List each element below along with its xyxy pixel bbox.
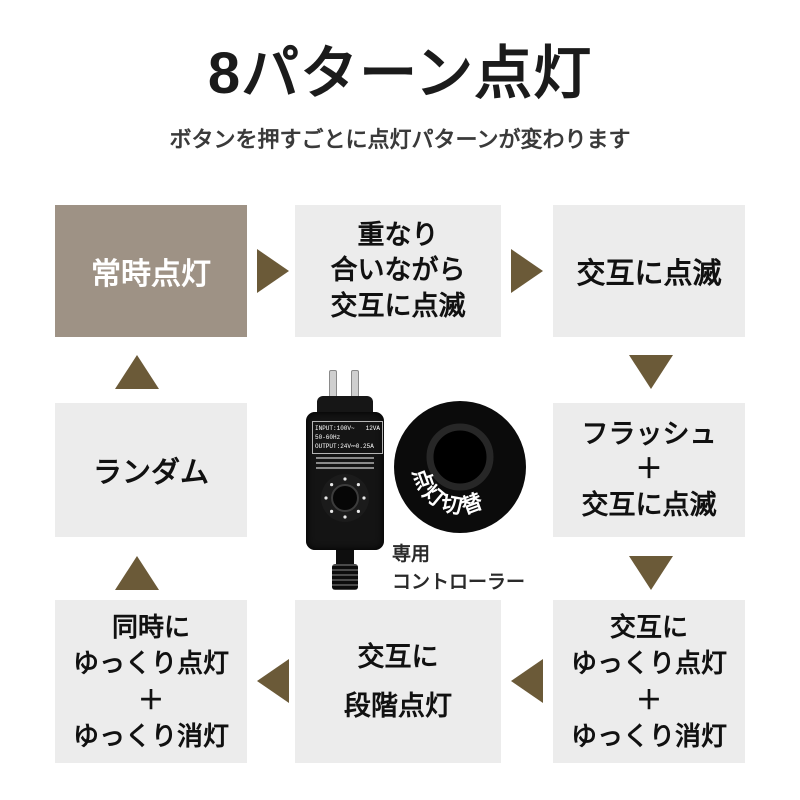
pattern-text: 同時に: [111, 611, 190, 642]
pattern-text: ゆっくり点灯: [72, 648, 229, 679]
arrow-left-icon: [257, 659, 289, 703]
page-title: 8パターン点灯: [207, 41, 593, 106]
arrow-left-icon: [511, 659, 543, 703]
spec-output: OUTPUT:24V⎓0.25A: [315, 443, 374, 450]
arrow-up-icon: [115, 556, 159, 590]
pattern-text: ＋: [635, 454, 663, 485]
caption-line: コントローラー: [392, 571, 526, 593]
pattern-text: 交互に点滅: [576, 258, 722, 290]
pattern-text: 交互に点滅: [330, 290, 466, 321]
controller-caption: 専用 コントローラー: [392, 541, 525, 596]
pattern-text: ゆっくり消灯: [570, 720, 727, 751]
caption-line: 専用: [392, 544, 431, 565]
pattern-box-alternate-step: 交互に 段階点灯: [295, 600, 501, 763]
pattern-box-alternate-blink: 交互に点滅: [553, 205, 745, 337]
adapter-body: INPUT:100V~ 50-60Hz 12VA OUTPUT:24V⎓0.25…: [306, 412, 384, 550]
pattern-text: ＋: [635, 684, 662, 715]
pattern-text: 交互に点滅: [581, 489, 717, 520]
page-subtitle: ボタンを押すごとに点灯パターンが変わります: [169, 127, 631, 152]
pattern-text: 合いながら: [330, 255, 466, 286]
button-zoom-callout: 点灯切替: [394, 401, 526, 533]
pattern-text: 段階点灯: [344, 690, 452, 721]
plug-cap: [317, 396, 373, 414]
pattern-text: 重なり: [357, 219, 439, 250]
pattern-box-alternate-slow-fade: 交互に ゆっくり点灯 ＋ ゆっくり消灯: [553, 600, 745, 763]
plug-prong: [351, 370, 359, 398]
pattern-text: ゆっくり点灯: [570, 648, 727, 679]
pattern-text: 交互に: [357, 641, 439, 672]
pattern-box-simultaneous-slow-fade: 同時に ゆっくり点灯 ＋ ゆっくり消灯: [55, 600, 247, 763]
adapter-screw-connector: [332, 564, 358, 590]
plug-prong: [329, 370, 337, 398]
pattern-text: フラッシュ: [581, 418, 717, 449]
controller-adapter-image: INPUT:100V~ 50-60Hz 12VA OUTPUT:24V⎓0.25…: [302, 370, 388, 590]
pattern-box-overlap-alternate-blink: 重なり 合いながら 交互に点滅: [295, 205, 501, 337]
pattern-box-steady-on: 常時点灯: [55, 205, 247, 337]
pattern-box-flash-alternate-blink: フラッシュ ＋ 交互に点滅: [553, 403, 745, 537]
arrow-down-icon: [629, 355, 673, 389]
arrow-right-icon: [511, 249, 543, 293]
pattern-dial-button: [321, 474, 369, 522]
pattern-text: 常時点灯: [91, 258, 211, 291]
arrow-down-icon: [629, 556, 673, 590]
adapter-spec-label: INPUT:100V~ 50-60Hz 12VA OUTPUT:24V⎓0.25…: [312, 421, 383, 454]
pattern-text: ゆっくり消灯: [72, 720, 229, 751]
adapter-fineprint: [316, 454, 374, 472]
pattern-text: ＋: [137, 684, 164, 715]
spec-va: 12VA: [365, 425, 380, 432]
spec-input: INPUT:100V~ 50-60Hz: [315, 425, 355, 441]
pattern-text: 交互に: [609, 611, 688, 642]
adapter-stem: [336, 550, 354, 564]
arrow-right-icon: [257, 249, 289, 293]
arrow-up-icon: [115, 355, 159, 389]
pattern-text: ランダム: [92, 457, 209, 489]
pattern-box-random: ランダム: [55, 403, 247, 537]
